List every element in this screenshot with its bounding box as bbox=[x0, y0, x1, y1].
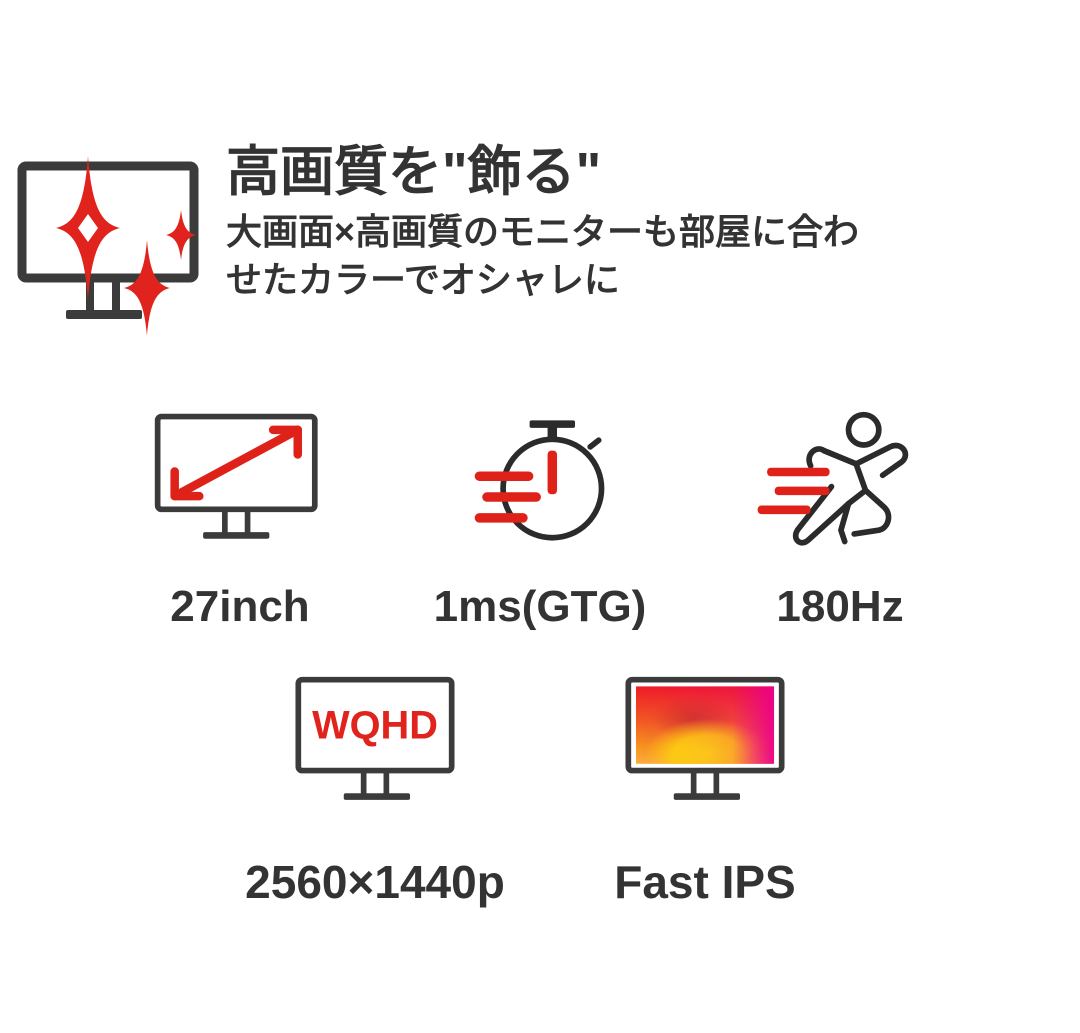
feature-row-1: 27inch bbox=[0, 405, 1080, 629]
subtitle-line-1: 大画面×高画質のモニターも部屋に合わ bbox=[226, 211, 860, 253]
monitor-wqhd-icon: WQHD bbox=[285, 672, 465, 817]
feature-label-27inch: 27inch bbox=[170, 582, 310, 631]
running-person-speed-icon bbox=[750, 405, 930, 555]
feature-response-time: 1ms(GTG) bbox=[390, 405, 690, 629]
feature-label-refresh-rate: 180Hz bbox=[776, 582, 904, 631]
feature-row-2: WQHD 2560×1440p bbox=[0, 672, 1080, 905]
monitor-sparkle-icon bbox=[8, 140, 208, 340]
feature-label-resolution: 2560×1440p bbox=[245, 856, 505, 908]
wqhd-icon-text: WQHD bbox=[312, 703, 438, 747]
feature-label-response-time: 1ms(GTG) bbox=[433, 582, 647, 631]
subtitle-line-2: せたカラーでオシャレに bbox=[226, 258, 620, 300]
header-section: 高画質を"飾る" 大画面×高画質のモニターも部屋に合わ せたカラーでオシャレに bbox=[0, 140, 1080, 370]
feature-27inch: 27inch bbox=[90, 405, 390, 629]
feature-refresh-rate: 180Hz bbox=[690, 405, 990, 629]
feature-resolution: WQHD 2560×1440p bbox=[245, 672, 505, 905]
page-subtitle: 大画面×高画質のモニターも部屋に合わ せたカラーでオシャレに bbox=[226, 208, 859, 303]
stopwatch-speed-icon bbox=[450, 405, 630, 555]
header-text-block: 高画質を"飾る" 大画面×高画質のモニターも部屋に合わ せたカラーでオシャレに bbox=[226, 142, 859, 304]
feature-panel-type: Fast IPS bbox=[575, 672, 835, 905]
feature-label-panel-type: Fast IPS bbox=[614, 856, 796, 908]
monitor-diagonal-arrow-icon bbox=[150, 405, 330, 555]
monitor-color-gamut-icon bbox=[615, 672, 795, 817]
page-title: 高画質を"飾る" bbox=[226, 142, 602, 202]
